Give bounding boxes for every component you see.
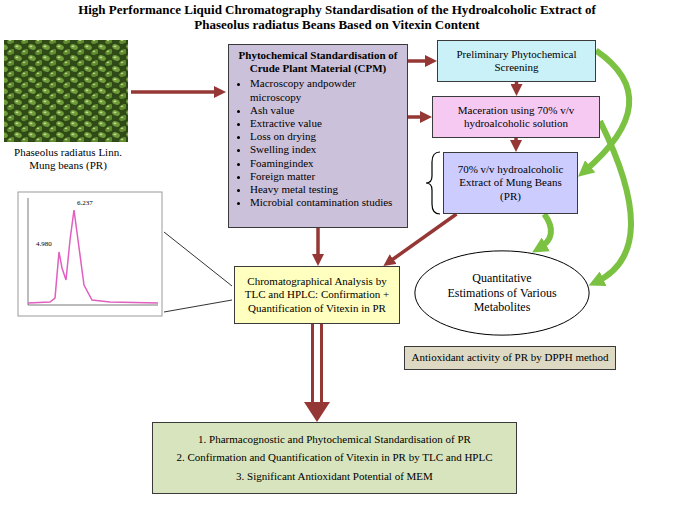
node-content: Chromatographical Analysis by TLC and HP… <box>235 272 399 318</box>
node-content: Phytochemical Standardisation of Crude P… <box>229 45 407 213</box>
node-text: 70% v/v hydroalcoholic Extract of Mung B… <box>449 163 572 203</box>
analysis-box: Chromatographical Analysis by TLC and HP… <box>234 266 400 324</box>
list-item: Extractive value <box>250 117 402 130</box>
activity-box: Antioxidant activity of PR by DPPH metho… <box>404 346 616 370</box>
list-item: Loss on drying <box>250 130 402 143</box>
node-text: Chromatographical Analysis by TLC and HP… <box>240 275 394 315</box>
curved-arrow <box>539 214 551 249</box>
result-box: 1. Pharmacognostic and Phytochemical Sta… <box>152 422 517 494</box>
arrow-connector <box>408 59 431 63</box>
node-content: Preliminary Phytochemical Screening <box>438 45 595 77</box>
node-text: Preliminary Phytochemical Screening <box>443 48 590 74</box>
curved-arrow <box>596 121 631 282</box>
arrow-connector <box>515 82 519 90</box>
arrow-inner-line <box>314 324 320 402</box>
chromatogram-trace <box>28 210 158 303</box>
extract-box: 70% v/v hydroalcoholic Extract of Mung B… <box>443 152 578 214</box>
bullet-list: Macroscopy andpowder microscopyAsh value… <box>234 77 402 209</box>
node-text: Quantitative Estimations of Various Meta… <box>445 271 559 314</box>
chromatogram-axis <box>28 305 158 306</box>
chromatogram-axis <box>28 198 29 305</box>
node-content: Maceration using 70% v/v hydroalcoholic … <box>433 101 599 133</box>
node-content: Antioxidant activity of PR by DPPH metho… <box>405 348 615 367</box>
list-item: Microbial contamination studies <box>250 196 402 209</box>
node-text: Maceration using 70% v/v hydroalcoholic … <box>438 104 594 130</box>
standardisation-box: Phytochemical Standardisation of Crude P… <box>228 44 408 228</box>
bracket-line <box>164 300 232 312</box>
chromatogram-frame <box>18 192 162 316</box>
diagram-title: High Performance Liquid Chromatography S… <box>57 3 617 33</box>
node-text: 3. Significant Antioxidant Potential of … <box>158 470 511 483</box>
list-item: Swelling index <box>250 143 402 156</box>
photo-caption: Phaseolus radiatus Linn. Mung beans (PR) <box>4 146 132 171</box>
node-content: 1. Pharmacognostic and Phytochemical Sta… <box>153 430 516 486</box>
ellipse-shape <box>415 251 589 335</box>
curly-brace <box>426 152 440 214</box>
process-box: Maceration using 70% v/v hydroalcoholic … <box>432 96 600 138</box>
arrow-connector <box>311 324 323 412</box>
photo-arrow <box>131 90 220 94</box>
node-text: Antioxidant activity of PR by DPPH metho… <box>410 351 610 364</box>
peak-label: 4.980 <box>36 240 60 248</box>
list-item: Heavy metal testing <box>250 183 402 196</box>
arrow-connector <box>316 228 320 260</box>
arrow-connector <box>408 115 426 119</box>
estimation-ellipse: Quantitative Estimations of Various Meta… <box>414 250 590 336</box>
arrow-connector <box>514 138 518 146</box>
bean-photo <box>4 40 128 142</box>
process-box: Preliminary Phytochemical Screening <box>437 40 596 82</box>
node-text: 2. Confirmation and Quantification of Vi… <box>158 451 511 464</box>
box-heading: Phytochemical Standardisation of Crude P… <box>234 49 402 75</box>
node-content: Quantitative Estimations of Various Meta… <box>440 268 564 317</box>
peak-label: 6.237 <box>77 199 101 207</box>
node-content: 70% v/v hydroalcoholic Extract of Mung B… <box>444 160 577 206</box>
list-item: Foreign matter <box>250 170 402 183</box>
list-item: Foamingindex <box>250 157 402 170</box>
list-item: Ash value <box>250 104 402 117</box>
list-item: Macroscopy andpowder microscopy <box>250 77 402 103</box>
node-text: 1. Pharmacognostic and Phytochemical Sta… <box>158 433 511 446</box>
bracket-line <box>164 232 232 286</box>
